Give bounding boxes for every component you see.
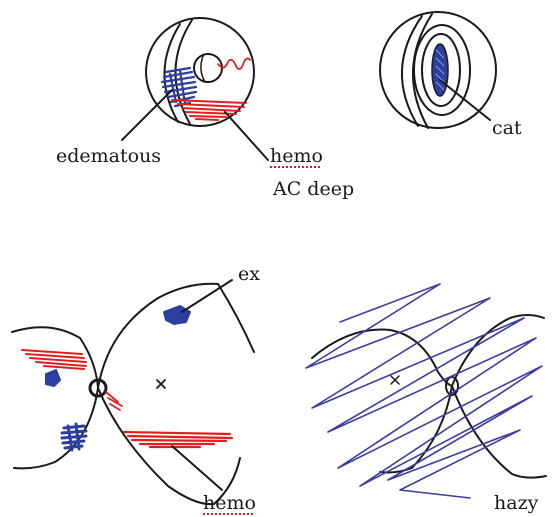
- red-hemorrhage-left: [22, 350, 86, 369]
- label-ex: ex: [238, 265, 260, 284]
- fovea-mark: [157, 380, 165, 388]
- blue-hatch-lower-left: [62, 424, 86, 450]
- leader-hemo-bottom: [172, 446, 222, 490]
- right-eye-hazy-fundus-diagram: [306, 284, 546, 498]
- red-hemorrhage-near-disc: [106, 392, 122, 410]
- label-edematous: edematous: [56, 147, 161, 166]
- left-eye-anterior-diagram: [122, 18, 268, 160]
- blue-haze-zigzag: [306, 284, 542, 498]
- label-hemo-top: hemo: [270, 147, 323, 166]
- blue-blob-left: [46, 370, 60, 386]
- label-cat: cat: [492, 119, 522, 138]
- label-hazy: hazy: [494, 494, 538, 513]
- left-eye-fundus-diagram: [12, 280, 254, 504]
- right-eye-anterior-diagram: [380, 12, 496, 128]
- label-ac-deep: AC deep: [273, 180, 354, 199]
- label-hemo-bottom: hemo: [203, 494, 256, 513]
- red-vessel-scribble: [218, 58, 250, 69]
- red-hemorrhage-bottom: [124, 432, 232, 447]
- leader-hemo-top: [225, 112, 268, 160]
- leader-edematous: [122, 90, 172, 140]
